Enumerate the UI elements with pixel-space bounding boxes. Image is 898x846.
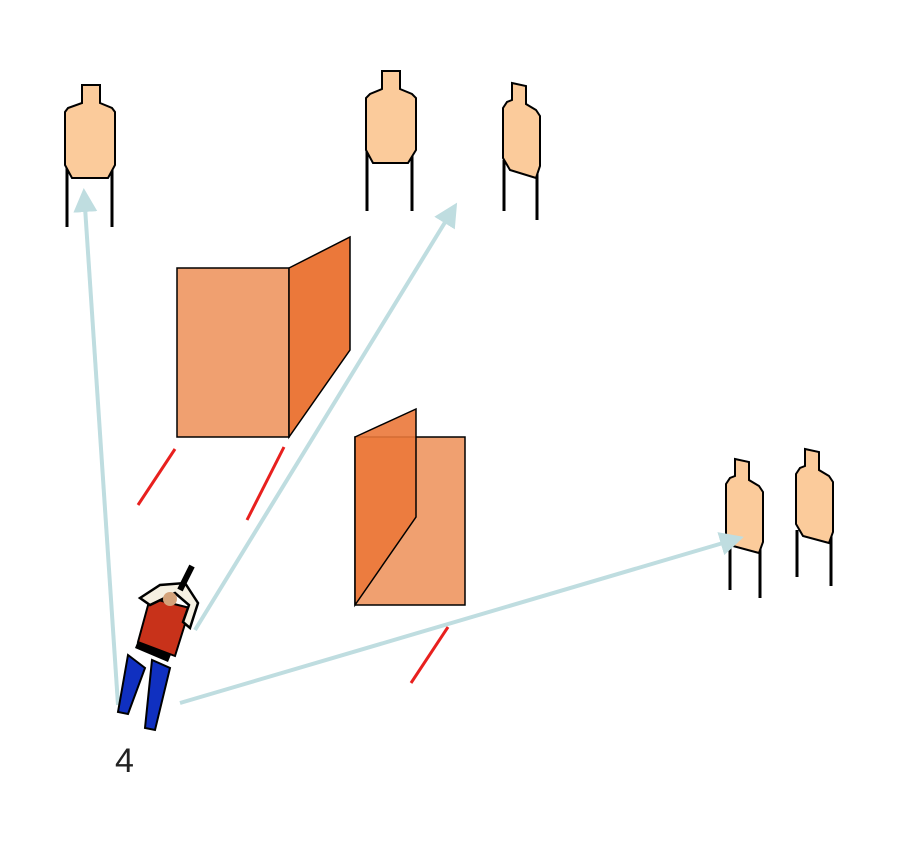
shooter-icon (116, 564, 200, 732)
target-4 (725, 457, 764, 598)
arrow-to-target-2 (193, 202, 458, 632)
shooter-position-label: 4 (115, 742, 134, 780)
barricade-1 (176, 235, 351, 440)
target-3 (502, 81, 541, 220)
barricade-2 (354, 407, 466, 608)
arrow-to-target-1 (73, 188, 120, 706)
target-2 (365, 70, 417, 211)
fault-line-3 (409, 626, 450, 684)
fault-line-2 (245, 446, 286, 521)
arrow-to-target-4 (179, 532, 744, 705)
target-5 (795, 447, 834, 586)
target-1 (64, 84, 116, 227)
fault-line-1 (136, 448, 177, 506)
